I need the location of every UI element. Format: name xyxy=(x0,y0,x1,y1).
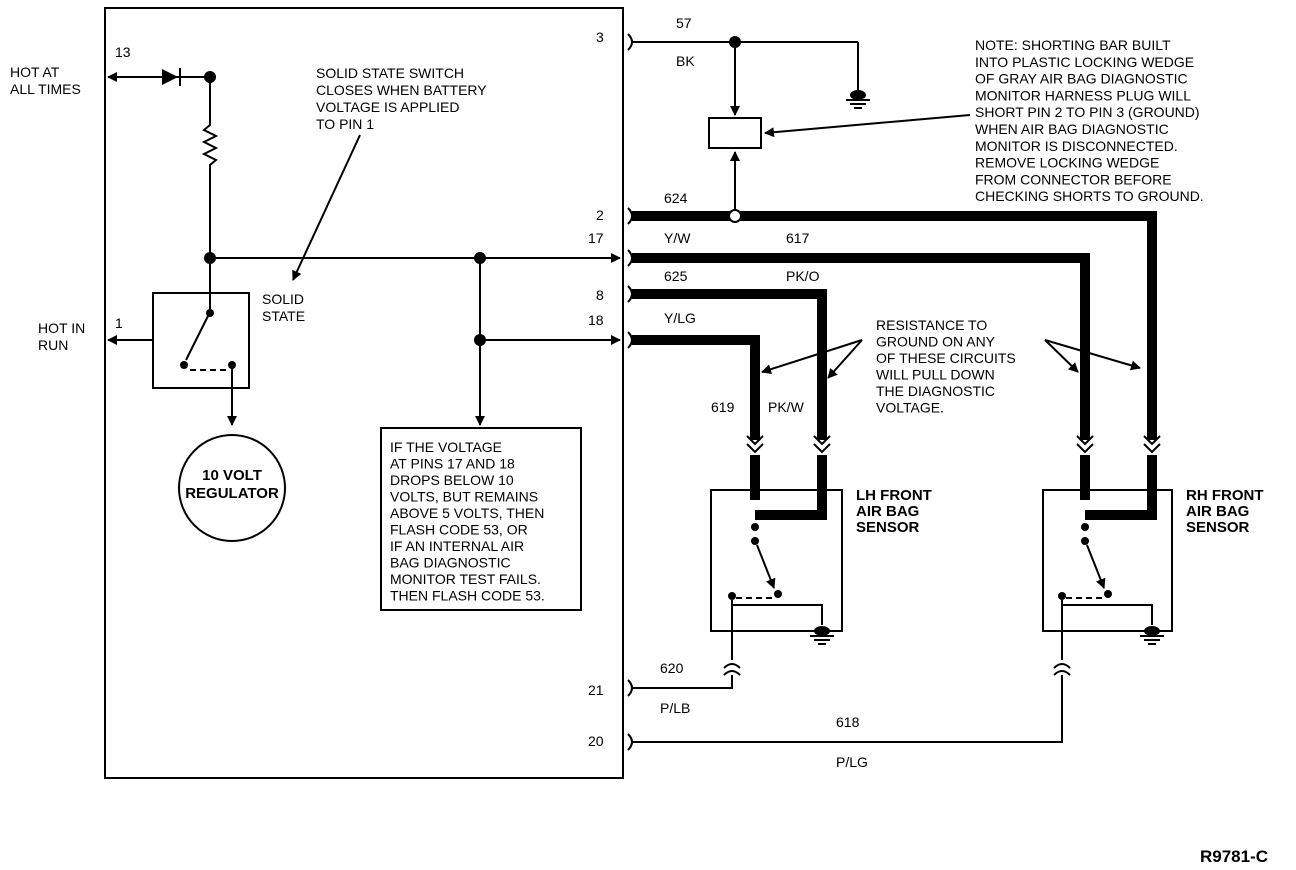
resistance-arrow-rh-2 xyxy=(1044,339,1141,371)
lh-sensor xyxy=(710,489,843,660)
pin-2-label: 2 xyxy=(596,207,604,223)
connector-pin-2-icon xyxy=(627,207,633,225)
shorting-note-arrow xyxy=(764,114,971,138)
connector-pin-20-icon xyxy=(627,733,633,751)
wire-624-617 xyxy=(632,211,1157,440)
figure-id: R9781-C xyxy=(1200,847,1268,866)
switch-contact xyxy=(180,361,188,369)
pin-18-label: 18 xyxy=(588,312,604,328)
pin-8-label: 8 xyxy=(596,287,604,303)
circuit-619-label: 619 xyxy=(711,399,735,415)
pin-21-label: 21 xyxy=(588,682,604,698)
switch-contact xyxy=(206,309,214,317)
shorting-bar-icon xyxy=(708,117,762,149)
connector-pin-17-icon xyxy=(627,249,633,267)
resistor-icon xyxy=(201,77,219,258)
resistance-note: RESISTANCE TO GROUND ON ANY OF THESE CIR… xyxy=(876,317,1020,416)
switch-note-arrow xyxy=(292,134,361,281)
wire-620 xyxy=(632,675,733,689)
wire-618 xyxy=(632,675,1063,743)
pin-13-label: 13 xyxy=(115,44,131,60)
flash-code-note-box xyxy=(380,427,582,611)
solid-state-switch-box xyxy=(152,292,250,389)
wire-color-p-lg-label: P/LG xyxy=(836,754,868,770)
shorting-bar-note: NOTE: SHORTING BAR BUILT INTO PLASTIC LO… xyxy=(975,37,1204,204)
circuit-617-label: 617 xyxy=(786,230,810,246)
connector-pin-3-icon xyxy=(627,33,633,51)
pin-1-label: 1 xyxy=(115,315,123,331)
connector-pin-21-icon xyxy=(627,679,633,697)
ground-icon xyxy=(1140,626,1164,645)
circuit-625-label: 625 xyxy=(664,268,688,284)
circuit-618-label: 618 xyxy=(836,714,860,730)
wire-color-bk-label: BK xyxy=(676,53,695,69)
ground-icon xyxy=(846,90,870,109)
wire-color-pk-o-label: PK/O xyxy=(786,268,820,284)
ground-icon xyxy=(810,626,834,645)
circuit-624-label: 624 xyxy=(664,190,688,206)
switch-blade-icon xyxy=(185,315,209,361)
sensor-connector-icons xyxy=(746,435,1161,454)
regulator-circle xyxy=(178,434,286,542)
flash-code-note: IF THE VOLTAGE AT PINS 17 AND 18 DROPS B… xyxy=(390,439,548,604)
connector-pin-8-icon xyxy=(627,285,633,303)
rh-wire-loop xyxy=(1085,455,1157,520)
wire-y-lg-619 xyxy=(632,335,760,440)
rh-sensor xyxy=(1042,489,1173,660)
wire-color-y-w-label: Y/W xyxy=(664,230,691,246)
pin-3-label: 3 xyxy=(596,29,604,45)
connector-pin-18-icon xyxy=(627,331,633,349)
diode-icon xyxy=(162,69,178,85)
lh-wire-loop xyxy=(755,455,827,520)
wire-625 xyxy=(632,289,827,440)
wire-y-w xyxy=(632,253,1090,440)
return-connector-icons xyxy=(723,663,1071,676)
circuit-620-label: 620 xyxy=(660,660,684,676)
resistance-arrow-rh-1 xyxy=(1044,339,1079,373)
circuit-57-label: 57 xyxy=(676,15,692,31)
shorting-bar-tap xyxy=(728,209,742,223)
wire-color-p-lb-label: P/LB xyxy=(660,700,690,716)
wire-color-pk-w-label: PK/W xyxy=(768,399,805,415)
diagnostic-monitor-box xyxy=(104,7,624,779)
wire-color-y-lg-label: Y/LG xyxy=(664,310,696,326)
pin-17-label: 17 xyxy=(588,230,604,246)
resistance-arrow-lh-1 xyxy=(761,339,863,375)
pin-20-label: 20 xyxy=(588,733,604,749)
resistance-arrow-lh-2 xyxy=(827,339,863,379)
